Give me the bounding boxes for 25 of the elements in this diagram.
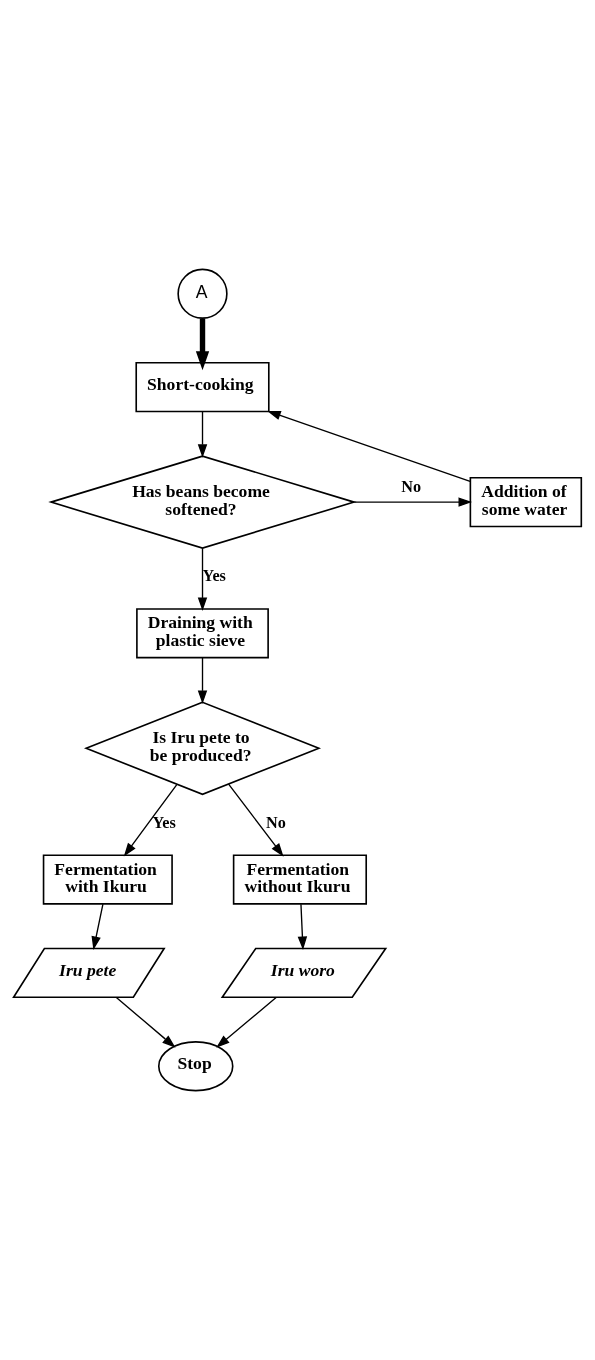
arrow (267, 410, 471, 483)
edge-label: No (401, 478, 422, 497)
node-box: Fermentation with Ikuru (42, 854, 173, 905)
arrow (216, 996, 277, 1048)
node-box: Fermentation without Ikuru (232, 854, 367, 905)
node-circle: A (177, 268, 228, 319)
arrow (123, 784, 178, 857)
arrow (197, 657, 208, 704)
node-box: Addition of some water (469, 476, 583, 528)
arrow (227, 783, 284, 857)
edge-label: No (266, 813, 286, 832)
node-diamond: Has beans become softened? (48, 455, 357, 549)
edge-label: Yes (152, 813, 176, 832)
arrow (297, 903, 308, 950)
arrow (197, 547, 208, 611)
node-box: Short-cooking (135, 361, 270, 413)
arrow (115, 996, 176, 1048)
node-diamond: Is Iru pete to be produced? (83, 701, 322, 796)
arrow (195, 318, 210, 371)
edge-label: Yes (202, 567, 226, 586)
node-box: Draining with plastic sieve (136, 608, 269, 659)
arrow (353, 497, 473, 507)
node-ellipse: Stop (157, 1041, 234, 1092)
arrow (197, 411, 208, 458)
arrow (91, 903, 104, 950)
